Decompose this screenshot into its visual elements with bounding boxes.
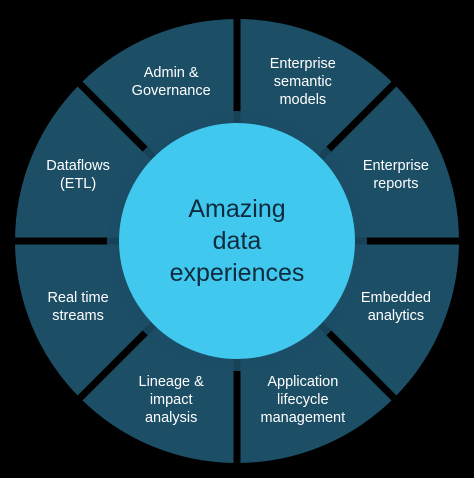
center-title-line: Amazing bbox=[188, 195, 286, 223]
segment-label-line: Enterprise bbox=[269, 56, 336, 73]
segment-label-line: models bbox=[279, 92, 327, 109]
center-hub bbox=[119, 123, 355, 359]
segment-label-line: Admin & bbox=[143, 65, 199, 82]
segment-label-line: analytics bbox=[367, 307, 425, 324]
segment-label: Dataflows(ETL) bbox=[22, 157, 134, 193]
segment-label-line: semantic bbox=[273, 74, 332, 91]
segment-label-line: Application bbox=[267, 373, 339, 390]
segment-label-line: management bbox=[260, 409, 346, 426]
segment-label-line: Lineage & bbox=[138, 373, 204, 390]
center-title-line: data bbox=[212, 227, 262, 255]
segment-label-line: Enterprise bbox=[362, 158, 429, 175]
center-title: Amazing data experiences bbox=[127, 193, 347, 289]
segment-label-line: streams bbox=[52, 307, 104, 324]
segment-label: Admin &Governance bbox=[115, 64, 227, 100]
segment-label-line: analysis bbox=[144, 409, 198, 426]
segment-label-line: reports bbox=[373, 176, 419, 193]
segment-label-line: lifecycle bbox=[277, 391, 329, 408]
segment-label-line: Governance bbox=[131, 83, 211, 100]
segment-label-line: (ETL) bbox=[59, 176, 97, 193]
segment-label-line: Dataflows bbox=[46, 158, 110, 175]
segment-label-line: Real time bbox=[47, 289, 109, 306]
segment-label-line: impact bbox=[149, 391, 193, 408]
center-title-line: experiences bbox=[169, 259, 305, 287]
segment-label-line: Embedded bbox=[360, 289, 431, 306]
